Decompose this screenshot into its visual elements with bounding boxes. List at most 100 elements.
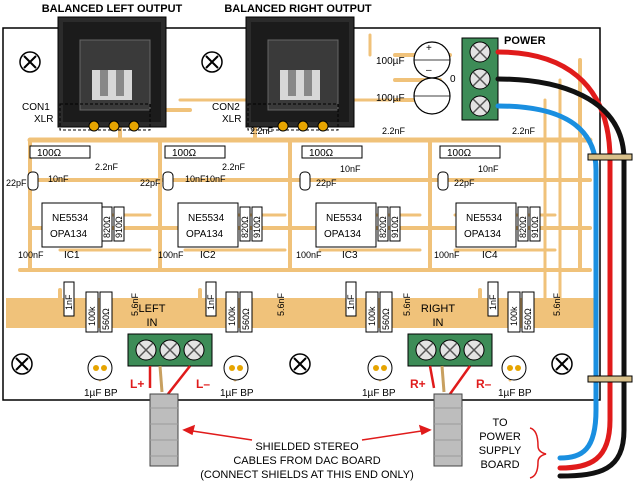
power-capacitor-top: + – <box>413 41 451 79</box>
cap-5n6-label: 5.6nF <box>130 292 140 316</box>
resistor-100-label: 100Ω <box>172 148 197 159</box>
cap-10n-label: 10nF <box>205 174 226 184</box>
xlr2-label: XLR <box>222 114 241 125</box>
to-label-line3: SUPPLY <box>479 445 522 457</box>
cap-22p-label: 22pF <box>316 178 337 188</box>
ic-label: IC4 <box>482 250 498 261</box>
r-minus-label: R– <box>476 377 492 391</box>
cap-2n2-label: 2.2nF <box>250 126 274 136</box>
cap-100n-label: 100nF <box>158 250 184 260</box>
resistor-100k-label: 100k <box>227 306 237 326</box>
arrow-icon <box>182 424 253 441</box>
resistor-560-label: 560Ω <box>381 308 391 330</box>
title-right-output: BALANCED RIGHT OUTPUT <box>224 3 372 15</box>
cap-10n-label: 10nF <box>478 164 499 174</box>
resistor-910-label: 910Ω <box>114 216 124 238</box>
xlr-connector-left <box>57 16 167 132</box>
ic-label: IC3 <box>342 250 358 261</box>
to-label-line4: BOARD <box>480 459 519 471</box>
power-title: POWER <box>504 35 546 47</box>
resistor-560-label: 560Ω <box>241 308 251 330</box>
cap-22p-label: 22pF <box>454 178 475 188</box>
cap-22p-label: 22pF <box>140 178 161 188</box>
con1-label: CON1 <box>22 102 50 113</box>
ic-label: IC2 <box>200 250 216 261</box>
input-right-label: RIGHT <box>421 303 456 315</box>
opamp-ne5534-label: NE5534 <box>188 213 225 224</box>
resistor-100k-label: 100k <box>87 306 97 326</box>
cap-1u-label: 1µF BP <box>362 388 396 399</box>
cap-value-bottom: 100µF <box>376 93 405 104</box>
power-capacitor-bottom <box>413 77 451 115</box>
cable-note-line3: (CONNECT SHIELDS AT THIS END ONLY) <box>200 469 414 481</box>
opamp-ne5534-label: NE5534 <box>326 213 363 224</box>
resistor-100-label: 100Ω <box>37 148 62 159</box>
cap-100n-label: 100nF <box>296 250 322 260</box>
cap-10n-label: 10nF <box>48 174 69 184</box>
channel-2: 100Ω 22pF 10nF 2.2nF NE5534 OPA134 820Ω … <box>140 145 263 261</box>
mounting-hole-icon <box>289 353 311 375</box>
arrow-icon <box>361 424 432 441</box>
bp-capacitor <box>367 355 393 381</box>
input-filter-left-b: 1nF 100k 560Ω 5.6nF <box>205 281 286 333</box>
mounting-hole-icon <box>551 353 573 375</box>
resistor-100k-label: 100k <box>509 306 519 326</box>
cap-1u-label: 1µF BP <box>84 388 118 399</box>
opamp-opa134-label: OPA134 <box>50 229 87 240</box>
bp-capacitor <box>501 355 527 381</box>
cap-2n2-label: 2.2nF <box>222 162 246 172</box>
power-terminal-block <box>461 37 499 121</box>
channel-4: 100Ω 22pF 10nF 2.2nF NE5534 OPA134 820Ω … <box>434 126 541 261</box>
power-zero-label: 0 <box>450 74 456 85</box>
cap-5n6-label: 5.6nF <box>402 292 412 316</box>
channel-3: 100Ω 22pF 10nF 2.2nF NE5534 OPA134 820Ω … <box>296 126 406 261</box>
r-plus-label: R+ <box>410 377 426 391</box>
xlr1-label: XLR <box>34 114 53 125</box>
input-filter-right-a: 1nF 100k 560Ω 5.6nF <box>345 281 412 333</box>
l-minus-label: L– <box>196 377 210 391</box>
cap-1n-label: 1nF <box>206 294 216 310</box>
cable-tie-icon <box>587 153 633 161</box>
cap-1n-label: 1nF <box>346 294 356 310</box>
opamp-ne5534-label: NE5534 <box>466 213 503 224</box>
resistor-910-label: 910Ω <box>390 216 400 238</box>
cable-note-line1: SHIELDED STEREO <box>255 441 359 453</box>
mounting-hole-icon <box>19 51 41 73</box>
polarity-plus: + <box>426 43 432 54</box>
resistor-560-label: 560Ω <box>101 308 111 330</box>
cap-2n2-label: 2.2nF <box>382 126 406 136</box>
cap-1n-label: 1nF <box>64 294 74 310</box>
opamp-opa134-label: OPA134 <box>324 229 361 240</box>
cap-2n2-label: 2.2nF <box>95 162 119 172</box>
input-left-in-label: IN <box>147 317 158 329</box>
polarity-minus: – <box>426 65 432 76</box>
cap-1n-label: 1nF <box>488 294 498 310</box>
opamp-ne5534-label: NE5534 <box>52 213 89 224</box>
brace-icon <box>529 427 547 479</box>
input-right-in-label: IN <box>433 317 444 329</box>
ic-label: IC1 <box>64 250 80 261</box>
resistor-100-label: 100Ω <box>447 148 472 159</box>
xlr-connector-right <box>245 16 355 132</box>
to-label-line2: POWER <box>479 431 521 443</box>
cap-22p-label: 22pF <box>6 178 27 188</box>
resistor-560-label: 560Ω <box>523 308 533 330</box>
channel-1: 100Ω 22pF 10nF 2.2nF NE5534 OPA134 820Ω … <box>6 145 125 261</box>
cap-2n2-label: 2.2nF <box>512 126 536 136</box>
cap-5n6-label: 5.6nF <box>276 292 286 316</box>
input-filter-left-a: 1nF 100k 560Ω 5.6nF <box>63 281 140 333</box>
cap-1u-label: 1µF BP <box>498 388 532 399</box>
opamp-opa134-label: OPA134 <box>186 229 223 240</box>
resistor-100-label: 100Ω <box>309 148 334 159</box>
bp-capacitor <box>87 355 113 381</box>
con2-label: CON2 <box>212 102 240 113</box>
cap-100n-label: 100nF <box>18 250 44 260</box>
shielded-cable-right <box>428 365 472 467</box>
cap-5n6-label: 5.6nF <box>552 292 562 316</box>
mounting-hole-icon <box>201 51 223 73</box>
resistor-820-label: 820Ω <box>518 216 528 238</box>
resistor-820-label: 820Ω <box>378 216 388 238</box>
resistor-910-label: 910Ω <box>252 216 262 238</box>
bp-capacitor <box>223 355 249 381</box>
